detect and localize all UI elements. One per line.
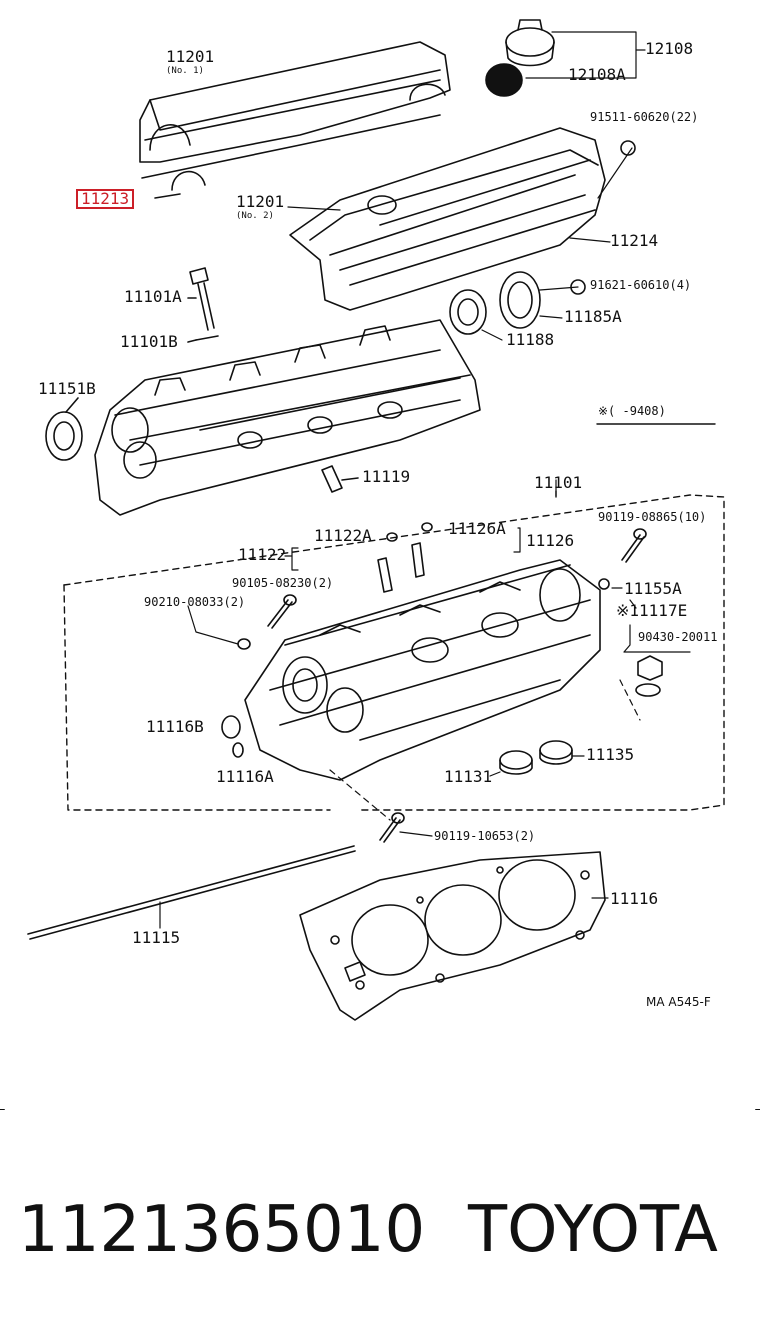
label-90119-08865: 90119-08865(10): [598, 510, 707, 524]
label-11116b: 11116B: [146, 717, 204, 736]
label-11101a: 11101A: [124, 287, 182, 306]
head-gasket-drawing: [299, 851, 609, 1021]
label-diagram-code: MA A545-F: [646, 995, 711, 1009]
label-11185a: 11185A: [564, 307, 622, 326]
label-11135: 11135: [586, 745, 635, 764]
head-cover-no2-drawing: [289, 127, 636, 311]
oil-filler-cap-drawing: [485, 19, 555, 97]
parts-diagram: 11201 (No. 1) 12108 12108A 91511-60620(2…: [0, 19, 760, 1111]
small-bolts-drawing: [187, 528, 647, 650]
head-cover-no1-drawing: [139, 41, 451, 199]
pin-11119-drawing: [321, 465, 359, 493]
label-11214: 11214: [610, 231, 659, 250]
label-11101: 11101: [534, 473, 583, 492]
rod-11115-drawing: [27, 845, 356, 940]
seal-11151b-drawing: [45, 397, 83, 461]
label-11122: 11122: [238, 545, 287, 564]
label-11151b: 11151B: [38, 379, 96, 398]
label-11155a: 11155A: [624, 579, 682, 598]
label-11119: 11119: [362, 467, 411, 486]
label-11201-no1: 11201: [166, 47, 215, 66]
label-11131: 11131: [444, 767, 493, 786]
cylinder-head-drawing: [244, 559, 601, 781]
camshaft-housing-drawing: [94, 319, 481, 516]
label-91621: 91621-60610(4): [590, 278, 692, 292]
label-11201-no1-sub: (No. 1): [166, 66, 204, 76]
seals-drawing: [449, 271, 541, 335]
label-90105: 90105-08230(2): [232, 576, 334, 590]
label-12108a: 12108A: [568, 65, 626, 84]
label-11201-no2: 11201: [236, 192, 285, 211]
footer: 1121365010 TOYOTA: [0, 1190, 760, 1280]
label-11201-no2-sub: (No. 2): [236, 211, 274, 221]
label-11213-highlight: 11213: [76, 189, 135, 209]
label-12108: 12108: [645, 39, 694, 58]
drain-plug-drawing: [623, 599, 691, 697]
label-11126: 11126: [526, 531, 575, 550]
bolt-drawing: [187, 267, 219, 343]
valve-guides-drawing: [284, 522, 521, 593]
part-number: 1121365010: [18, 1193, 426, 1267]
label-91511: 91511-60620(22): [590, 110, 699, 124]
label-90430: 90430-20011: [638, 630, 718, 644]
bolt-90119-10653-drawing: [329, 679, 641, 843]
plugs-drawing: [221, 715, 244, 758]
valve-seats-drawing: [489, 740, 585, 777]
label-90210: 90210-08033(2): [144, 595, 246, 609]
label-11117e: ※11117E: [616, 601, 688, 620]
label-90119-10653: 90119-10653(2): [434, 829, 536, 843]
brand-name: TOYOTA: [468, 1193, 718, 1267]
label-11101b: 11101B: [120, 332, 178, 351]
label-11126a: 11126A: [448, 519, 506, 538]
label-11115: 11115: [132, 928, 181, 947]
label-11122a: 11122A: [314, 526, 372, 545]
label-11116a: 11116A: [216, 767, 274, 786]
label-11188: 11188: [506, 330, 555, 349]
label-11116: 11116: [610, 889, 659, 908]
label-note: ※( -9408): [598, 404, 666, 418]
diagram-drawing: [0, 19, 760, 1111]
